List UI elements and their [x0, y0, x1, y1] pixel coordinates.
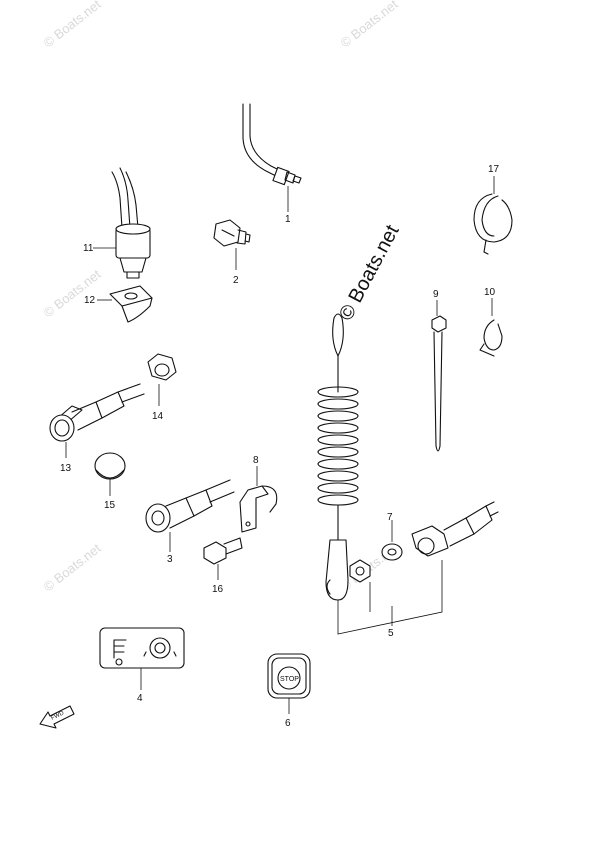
part-8-bracket[interactable]: [239, 485, 278, 533]
watermark-top-left: © Boats.net: [41, 0, 104, 50]
label-3: 3: [167, 554, 173, 565]
part-12-bracket[interactable]: [109, 285, 153, 323]
part-3-switch[interactable]: [145, 479, 235, 533]
watermark-top-right: © Boats.net: [338, 0, 401, 50]
part-14-nut[interactable]: [147, 353, 177, 381]
label-15: 15: [104, 500, 116, 511]
label-16: 16: [212, 584, 224, 595]
label-9: 9: [433, 289, 439, 300]
part-10-clip[interactable]: [479, 319, 503, 357]
watermark-mid-left: © Boats.net: [41, 266, 104, 320]
main-watermark: © Boats.net: [335, 221, 404, 324]
label-2: 2: [233, 275, 239, 286]
watermark-bottom-left: © Boats.net: [41, 540, 104, 594]
label-12: 12: [84, 295, 96, 306]
part-4-decal[interactable]: [99, 627, 185, 669]
label-8: 8: [253, 455, 259, 466]
label-14: 14: [152, 411, 164, 422]
label-4: 4: [137, 693, 143, 704]
label-17: 17: [488, 164, 500, 175]
label-6: 6: [285, 718, 291, 729]
part-5-lanyard[interactable]: [317, 313, 499, 635]
part-16-bolt[interactable]: [203, 537, 243, 565]
part-13-connector[interactable]: [49, 383, 145, 442]
part-1-sensor[interactable]: [242, 103, 302, 186]
label-13: 13: [60, 463, 72, 474]
part-11-switch[interactable]: [111, 167, 151, 279]
part-2-sensor[interactable]: [213, 219, 251, 247]
fwd-arrow: FWD: [39, 705, 75, 729]
label-11: 11: [83, 243, 94, 254]
label-1: 1: [285, 214, 291, 225]
part-6-stop-switch[interactable]: STOP: [267, 653, 311, 699]
part-15-cap[interactable]: [94, 452, 126, 480]
label-5: 5: [388, 628, 394, 639]
stop-switch-text: STOP: [280, 676, 299, 683]
label-10: 10: [484, 287, 496, 298]
fwd-text: FWD: [50, 710, 66, 722]
label-7: 7: [387, 512, 393, 523]
part-9-cable-tie[interactable]: [431, 315, 447, 452]
part-17-clamp[interactable]: [473, 193, 513, 255]
